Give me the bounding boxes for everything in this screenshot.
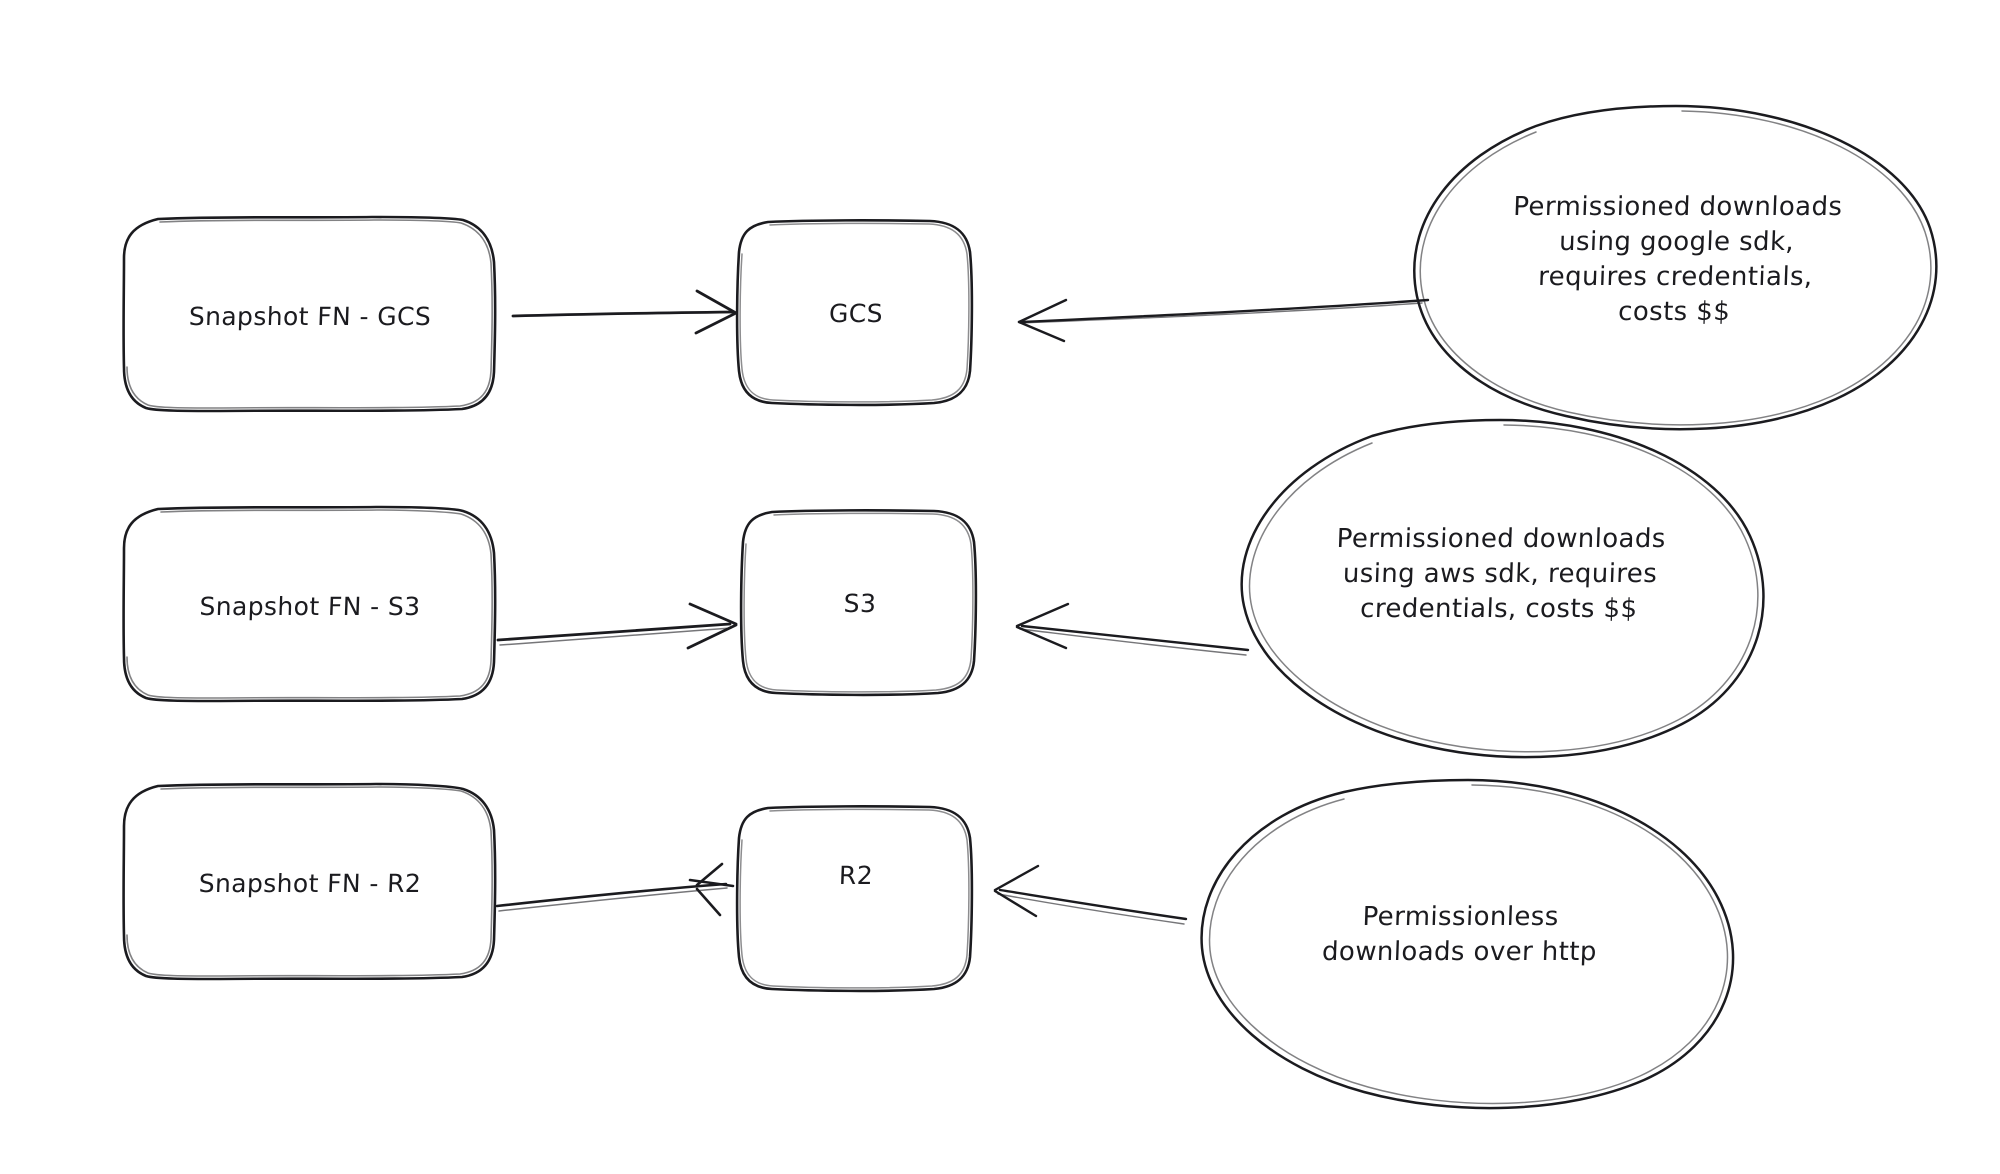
node-s3[interactable]	[741, 510, 977, 695]
node-shape-gcs	[735, 219, 974, 407]
note-s3[interactable]	[1240, 418, 1756, 768]
edge-r2-read	[993, 864, 1188, 925]
node-r2[interactable]	[737, 806, 973, 991]
node-snapshot-fn-s3[interactable]	[124, 507, 496, 701]
note-shape-r2	[1200, 778, 1735, 1110]
node-gcs[interactable]	[737, 220, 973, 405]
node-shape-snapshot-fn-gcs	[122, 215, 497, 413]
edge-s3-read	[1015, 602, 1250, 656]
node-shape-s3	[739, 509, 978, 697]
note-shape-s3	[1240, 418, 1765, 759]
edge-s3-write	[496, 602, 738, 650]
edge-gcs-read	[1017, 298, 1430, 343]
edge-r2-write	[495, 862, 735, 917]
node-snapshot-fn-gcs[interactable]	[124, 217, 496, 411]
edge-gcs-write	[511, 289, 738, 335]
note-gcs[interactable]	[1408, 104, 1936, 438]
node-shape-r2	[735, 805, 974, 993]
node-shape-snapshot-fn-s3	[122, 505, 497, 703]
note-shape-gcs	[1413, 104, 1938, 431]
note-r2[interactable]	[1198, 778, 1722, 1120]
node-shape-snapshot-fn-r2	[122, 782, 497, 981]
node-snapshot-fn-r2[interactable]	[124, 784, 496, 978]
